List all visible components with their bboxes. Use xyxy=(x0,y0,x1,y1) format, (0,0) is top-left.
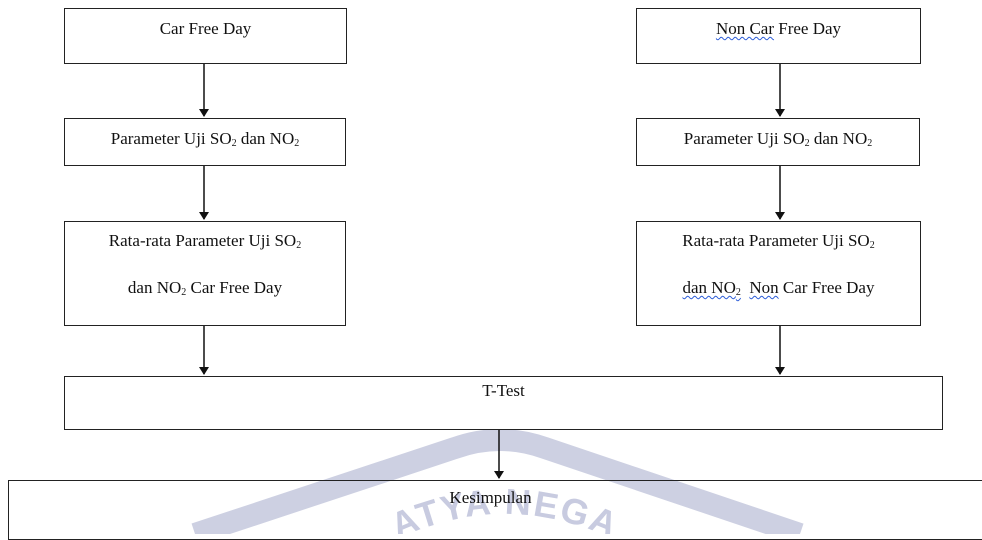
right-step2-label: Parameter Uji SO2 dan NO2 xyxy=(683,129,873,149)
left-step-car-free-day: Car Free Day xyxy=(64,8,347,64)
right-step1-label: Non Car Free Day xyxy=(715,19,842,38)
right-step-average: Rata-rata Parameter Uji SO2 dan NO2 Non … xyxy=(636,221,921,326)
left-step1-label: Car Free Day xyxy=(159,19,252,38)
ttest-box: T-Test xyxy=(64,376,943,430)
spellcheck-underline: Non Car xyxy=(715,19,775,38)
left-step-average: Rata-rata Parameter Uji SO2 dan NO2 Car … xyxy=(64,221,346,326)
right-step3-line2: dan NO2 Non Car Free Day xyxy=(682,278,875,298)
conclusion-label: Kesimpulan xyxy=(449,488,532,507)
right-step-non-car-free-day: Non Car Free Day xyxy=(636,8,921,64)
left-step3-line2: dan NO2 Car Free Day xyxy=(127,278,283,298)
left-step2-label: Parameter Uji SO2 dan NO2 xyxy=(110,129,300,149)
ttest-label: T-Test xyxy=(482,381,525,400)
left-step-parameter: Parameter Uji SO2 dan NO2 xyxy=(64,118,346,166)
right-step-parameter: Parameter Uji SO2 dan NO2 xyxy=(636,118,920,166)
right-step3-line1: Rata-rata Parameter Uji SO2 xyxy=(682,231,875,251)
conclusion-box: Kesimpulan xyxy=(8,480,982,540)
left-step3-line1: Rata-rata Parameter Uji SO2 xyxy=(108,231,302,251)
